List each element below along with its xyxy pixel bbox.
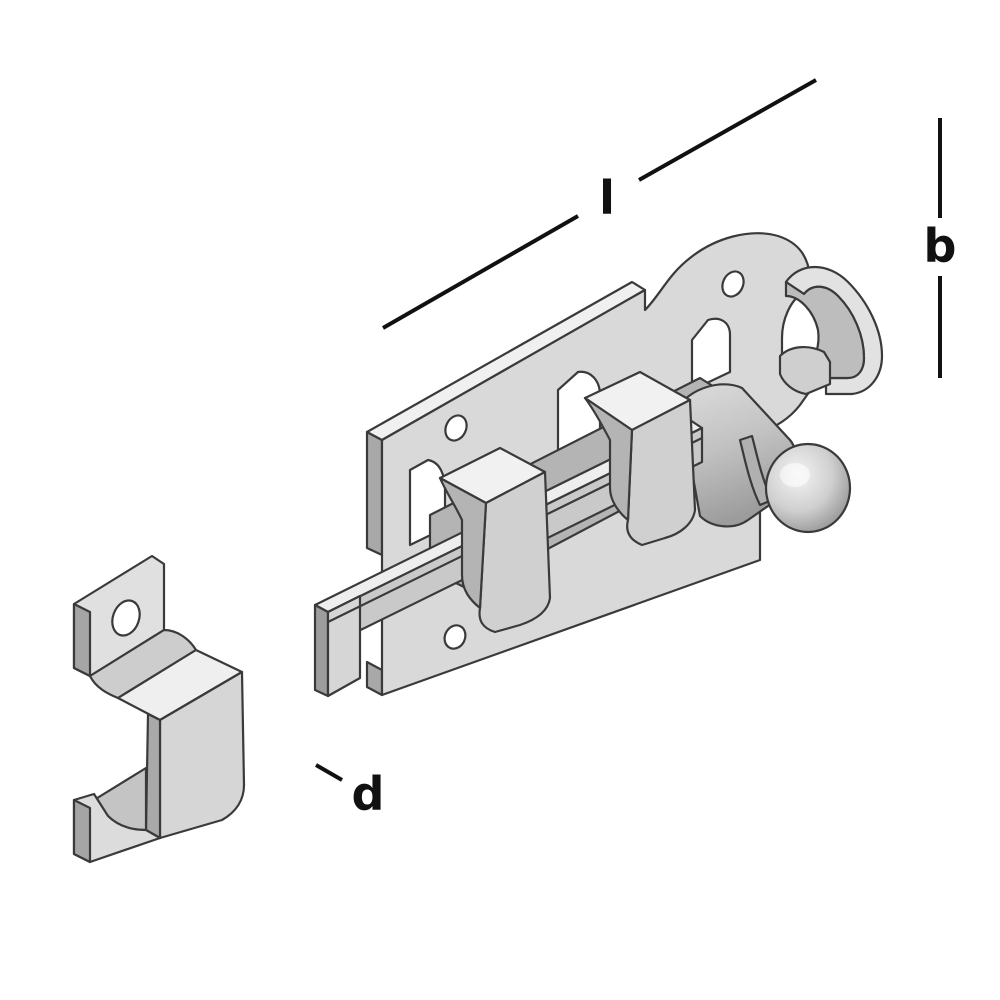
staple-side-face xyxy=(144,712,162,840)
staple-front-face xyxy=(158,670,246,840)
dimension-depth-label: d xyxy=(352,767,385,821)
staple-bottom-flange-edge xyxy=(72,798,92,864)
dimension-width-label: b xyxy=(924,219,957,273)
dimension-length-line-right xyxy=(638,78,817,182)
base-plate-bottom-edge xyxy=(365,660,384,697)
guide-strap-right-front xyxy=(626,398,697,547)
knob-highlight xyxy=(780,463,810,487)
dimension-width: b xyxy=(924,118,957,378)
staple-top-flange-edge xyxy=(72,602,92,678)
staple-screw-hole xyxy=(111,599,141,637)
plate-cutout-right xyxy=(690,317,732,392)
screw-hole-ear xyxy=(721,270,745,298)
dimension-depth-tick xyxy=(315,763,343,782)
guide-strap-left-front xyxy=(478,470,552,634)
keeper-staple xyxy=(72,554,246,864)
dimension-length-line-left xyxy=(382,214,579,330)
screw-hole-top-left xyxy=(444,414,468,442)
staple-bottom-flange xyxy=(72,792,162,864)
screw-hole-bottom xyxy=(443,624,467,650)
dimension-length-label: l xyxy=(599,171,615,225)
guide-strap-right-side xyxy=(583,396,634,522)
bolt-knob xyxy=(764,442,852,534)
barrel-bolt xyxy=(313,232,884,698)
keeper-hook-inner xyxy=(784,280,866,380)
base-plate-edge xyxy=(365,430,384,557)
dimension-depth: d xyxy=(315,763,385,821)
keeper-hook-lower xyxy=(778,346,832,396)
guide-strap-left-side xyxy=(438,476,488,610)
dimension-length: l xyxy=(382,78,817,330)
bolt-bar-tip xyxy=(326,594,362,698)
bolt-bar-end xyxy=(313,603,330,698)
